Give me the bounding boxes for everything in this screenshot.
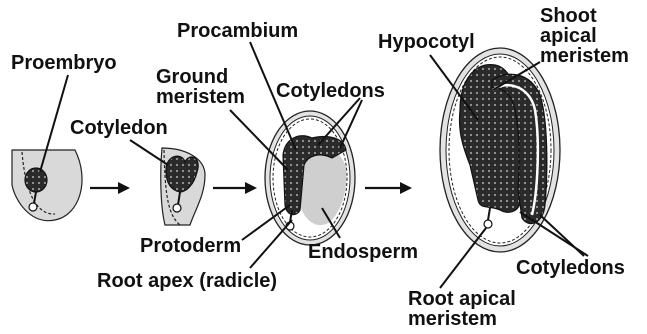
label-hypocotyl: Hypocotyl bbox=[378, 32, 475, 52]
label-cotyledons-mature: Cotyledons bbox=[516, 258, 625, 278]
label-protoderm: Protoderm bbox=[140, 236, 241, 256]
label-endosperm: Endosperm bbox=[308, 242, 418, 262]
proembryo-stage bbox=[12, 150, 82, 221]
mature-embryo-stage bbox=[440, 48, 560, 252]
torpedo-stage bbox=[265, 111, 355, 245]
label-root-apical-meristem: Root apical meristem bbox=[408, 289, 516, 329]
label-proembryo: Proembryo bbox=[11, 53, 117, 73]
label-ground-meristem: Ground meristem bbox=[156, 67, 245, 107]
label-procambium: Procambium bbox=[177, 21, 298, 41]
label-cotyledon: Cotyledon bbox=[70, 118, 168, 138]
leader-root-apex bbox=[250, 220, 292, 268]
leader-root-apical-meristem bbox=[440, 228, 486, 288]
arrow-1 bbox=[90, 182, 130, 194]
arrow-2 bbox=[213, 182, 257, 194]
label-root-apex: Root apex (radicle) bbox=[97, 271, 277, 291]
arrow-3 bbox=[365, 182, 412, 194]
globular-stage bbox=[161, 148, 205, 225]
label-shoot-apical-meristem: Shoot apical meristem bbox=[540, 6, 629, 66]
label-cotyledons-torpedo: Cotyledons bbox=[276, 81, 385, 101]
